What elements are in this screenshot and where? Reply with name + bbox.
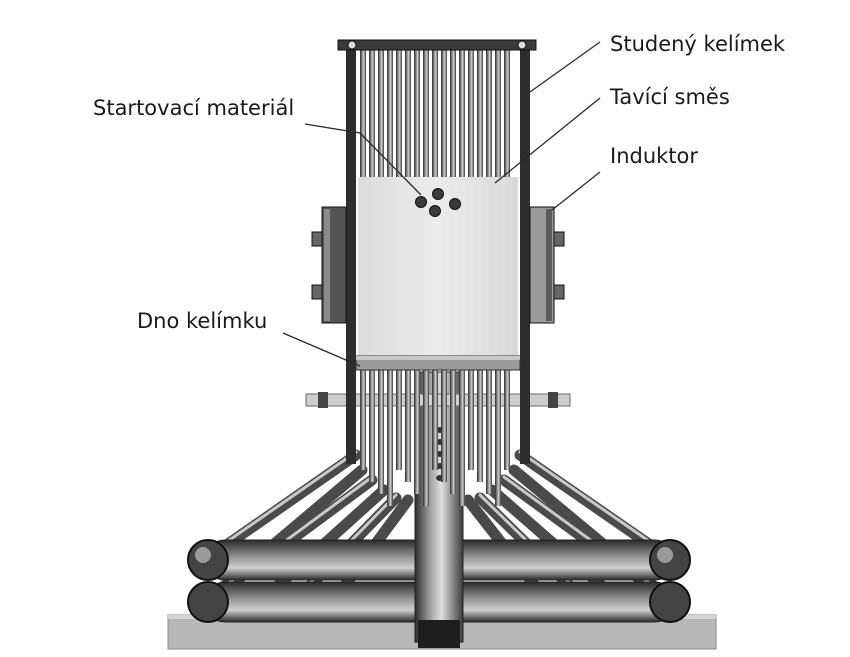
finger-upper bbox=[450, 50, 456, 177]
finger-lower bbox=[360, 370, 366, 470]
finger-upper bbox=[414, 50, 420, 177]
finger-upper bbox=[405, 50, 411, 177]
finger-lower bbox=[405, 370, 411, 482]
finger-upper bbox=[441, 50, 447, 177]
labels: Studený kelímek Startovací materiál Taví… bbox=[93, 32, 786, 333]
leader-starting-material bbox=[304, 123, 422, 196]
finger-lower bbox=[468, 370, 474, 470]
finger-lower bbox=[450, 370, 456, 494]
finger-lower bbox=[459, 370, 465, 506]
finger-lower bbox=[432, 370, 438, 470]
finger-lower bbox=[396, 370, 402, 470]
finger-upper bbox=[477, 50, 483, 177]
crucible-walls bbox=[337, 39, 537, 464]
finger-lower bbox=[486, 370, 492, 494]
melting-mixture-region bbox=[358, 177, 518, 359]
finger-upper bbox=[387, 50, 393, 177]
finger-upper bbox=[378, 50, 384, 177]
crucible-fingers-upper bbox=[360, 50, 510, 177]
crucible-fingers-lower bbox=[360, 370, 510, 506]
crucible-bottom-plate bbox=[355, 355, 521, 371]
finger-lower bbox=[378, 370, 384, 494]
finger-lower bbox=[423, 370, 429, 506]
label-starting-material: Startovací materiál bbox=[93, 96, 294, 120]
finger-lower bbox=[387, 370, 393, 506]
label-crucible-bottom: Dno kelímku bbox=[137, 309, 267, 333]
finger-upper bbox=[504, 50, 510, 177]
finger-upper bbox=[459, 50, 465, 177]
leader-cold-crucible bbox=[529, 41, 601, 93]
leader-inductor bbox=[551, 171, 601, 211]
finger-upper bbox=[468, 50, 474, 177]
finger-upper bbox=[495, 50, 501, 177]
label-cold-crucible: Studený kelímek bbox=[610, 32, 786, 56]
label-melting-mixture: Tavící směs bbox=[609, 85, 730, 109]
inductor-right bbox=[529, 206, 565, 324]
finger-lower bbox=[504, 370, 510, 470]
finger-upper bbox=[396, 50, 402, 177]
finger-upper bbox=[486, 50, 492, 177]
finger-lower bbox=[414, 370, 420, 494]
finger-lower bbox=[441, 370, 447, 482]
label-inductor: Induktor bbox=[610, 144, 698, 168]
finger-upper bbox=[369, 50, 375, 177]
leader-lines bbox=[282, 41, 601, 367]
starting-material-balls bbox=[415, 188, 461, 217]
finger-lower bbox=[369, 370, 375, 482]
inductor-left bbox=[311, 206, 347, 324]
finger-upper bbox=[423, 50, 429, 177]
finger-upper bbox=[432, 50, 438, 177]
leader-melting-mixture bbox=[494, 97, 601, 184]
finger-lower bbox=[477, 370, 483, 482]
finger-upper bbox=[360, 50, 366, 177]
leader-crucible-bottom bbox=[282, 332, 361, 367]
finger-lower bbox=[495, 370, 501, 506]
